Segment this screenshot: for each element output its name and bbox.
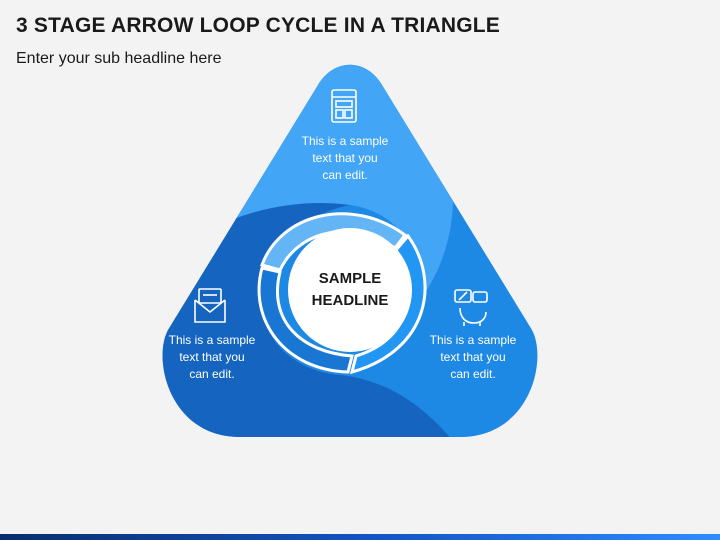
page-subtitle: Enter your sub headline here: [16, 50, 222, 67]
center-circle: [288, 228, 412, 352]
chat-percentage-icon: [454, 289, 488, 326]
news-envelope-icon: [194, 288, 226, 323]
center-headline: SAMPLE HEADLINE: [311, 270, 389, 309]
ring-top-arrow: [260, 212, 408, 272]
footer-accent-bar: [0, 534, 720, 540]
stage-right-text: This is a sample text that you can edit.: [429, 333, 517, 381]
triangle-top-segment: [170, 64, 454, 300]
ring-left-arrow: [257, 266, 354, 374]
page-title: 3 STAGE ARROW LOOP CYCLE IN A TRIANGLE: [16, 14, 501, 37]
web-layout-icon: [331, 89, 357, 123]
stage-left-text: This is a sample text that you can edit.: [168, 333, 256, 381]
stage-top-text: This is a sample text that you can edit.: [301, 134, 389, 182]
